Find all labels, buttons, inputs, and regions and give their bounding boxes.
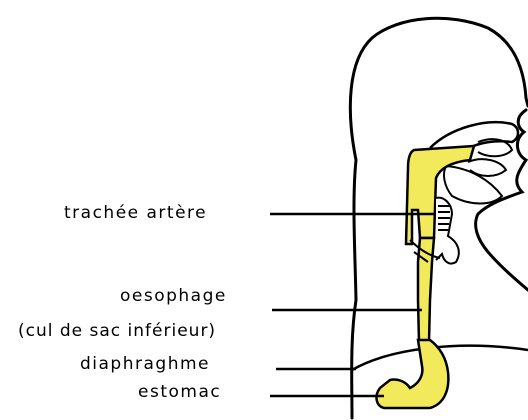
label-esophagus-note: (cul de sac inférieur) xyxy=(18,321,216,341)
label-diaphragm: diaphraghme xyxy=(80,354,210,374)
label-trachea: trachée artère xyxy=(64,203,207,223)
label-stomach: estomac xyxy=(138,382,221,402)
label-esophagus: oesophage xyxy=(120,286,227,306)
